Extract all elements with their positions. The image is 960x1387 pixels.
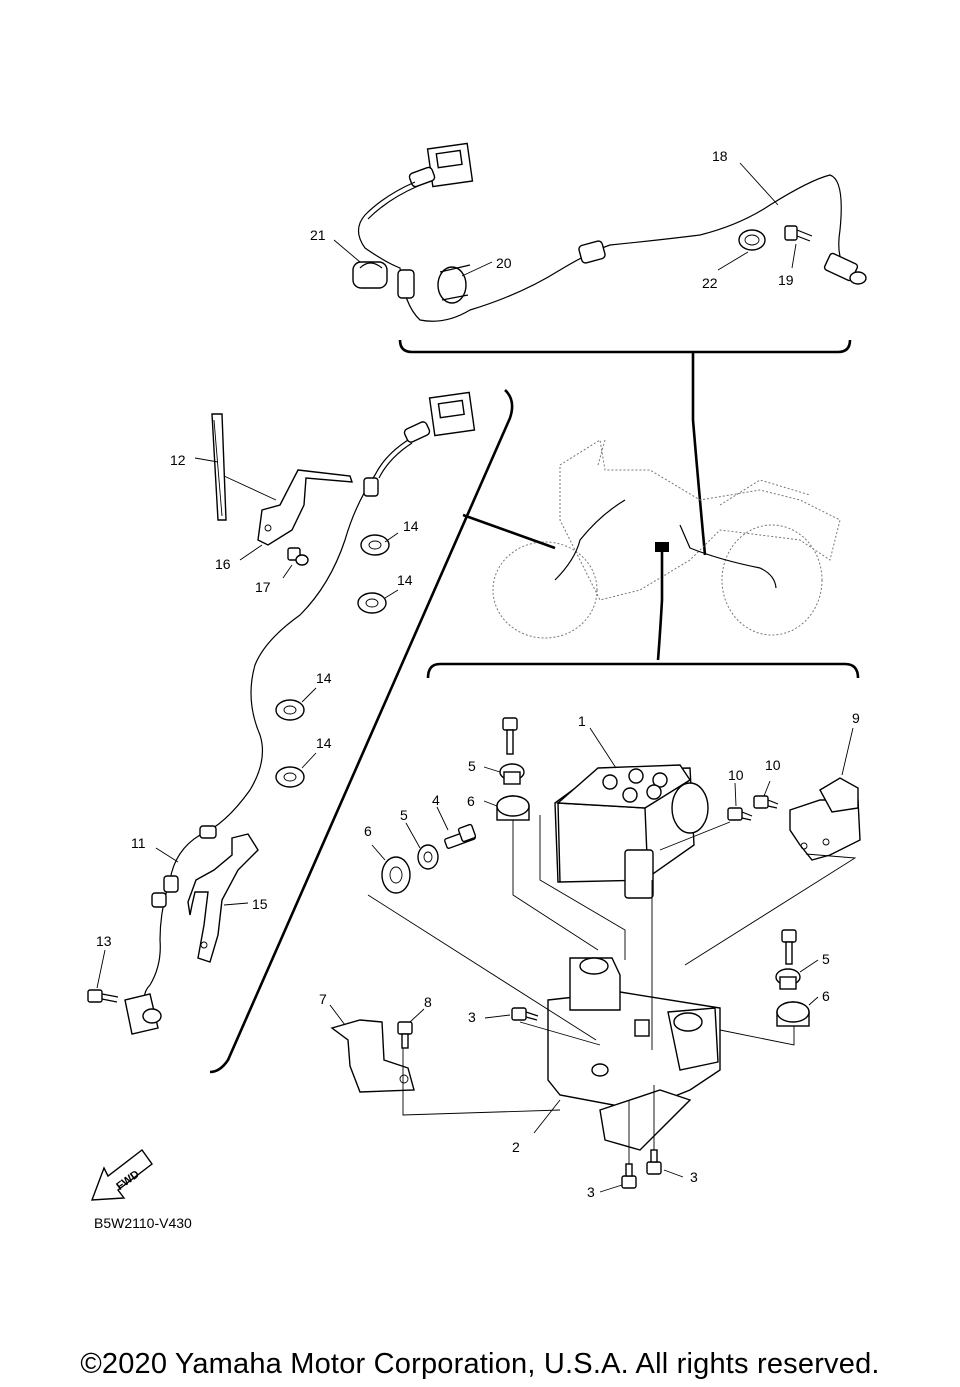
diagram-code: B5W2110-V430	[94, 1215, 192, 1231]
abs-group-bracket	[426, 662, 860, 679]
rear-group-bracket	[398, 339, 852, 354]
front-lead-connector	[403, 391, 476, 443]
callout-10-2: 10	[765, 757, 781, 773]
callout-10-1: 10	[728, 767, 744, 783]
collar-5-2	[417, 844, 439, 870]
bolt-upper-right	[781, 929, 797, 965]
callout-9: 9	[852, 710, 860, 726]
callout-3-2: 3	[587, 1184, 595, 1200]
callout-6-2: 6	[364, 823, 372, 839]
callout-11: 11	[131, 835, 146, 851]
callout-22: 22	[702, 275, 718, 291]
callout-17: 17	[255, 579, 271, 595]
bracket-15	[187, 833, 259, 963]
clamp-14-2	[357, 592, 387, 614]
callout-4: 4	[432, 792, 440, 808]
collar-5-1	[499, 763, 525, 785]
bracket-16	[257, 469, 354, 546]
copyright-notice: ©2020 Yamaha Motor Corporation, U.S.A. A…	[80, 1348, 880, 1380]
grommet-6-1	[496, 795, 530, 821]
bolt-19	[784, 225, 813, 242]
callout-12: 12	[170, 452, 186, 468]
bolt-10-2	[753, 795, 779, 809]
bolt-3-1	[511, 1007, 539, 1021]
clamp-20	[437, 264, 471, 304]
rear-wheel-sensor	[823, 252, 867, 285]
bolt-3-2	[621, 1163, 637, 1189]
callout-19: 19	[778, 272, 794, 288]
callout-7: 7	[319, 991, 327, 1007]
callout-3-3: 3	[690, 1169, 698, 1185]
callout-5-1: 5	[468, 758, 476, 774]
bracket-9	[789, 777, 861, 861]
bolt-13	[87, 989, 119, 1003]
callout-14-1: 14	[403, 518, 419, 534]
cable-tie-12	[211, 413, 227, 521]
callout-14-4: 14	[316, 735, 332, 751]
rear-sensor-group	[333, 142, 867, 556]
clamp-14-3	[275, 699, 305, 721]
callout-21: 21	[310, 227, 326, 243]
bolt-4	[444, 823, 477, 849]
bolt-10-1	[727, 807, 753, 821]
rear-lead-grommet	[397, 269, 415, 299]
callout-13: 13	[96, 933, 112, 949]
callout-2: 2	[512, 1139, 520, 1155]
rear-sensor-lead-wire	[357, 174, 846, 322]
abs-unit-group	[329, 662, 861, 1193]
callout-5-3: 5	[822, 951, 830, 967]
callout-1: 1	[578, 713, 586, 729]
callout-16: 16	[215, 556, 231, 572]
callout-8: 8	[424, 994, 432, 1010]
front-sensor-lead-wire	[143, 439, 409, 1011]
fwd-arrow-icon: FWD	[90, 1149, 153, 1201]
callout-18: 18	[712, 148, 728, 164]
bolt-3-3	[646, 1149, 662, 1175]
bracket-7	[330, 1019, 415, 1093]
grommet-6-2	[381, 856, 411, 894]
rear-lead-grommet-2	[578, 240, 606, 264]
clamp-21	[352, 261, 388, 289]
abs-unit-location-mark	[655, 542, 669, 552]
callout-14-2: 14	[397, 572, 413, 588]
bracket-2	[547, 957, 721, 1151]
collar-5-3	[775, 968, 801, 990]
rear-lead-connector	[408, 142, 474, 188]
front-group-divider	[209, 389, 514, 1074]
callout-3-1: 3	[468, 1009, 476, 1025]
callout-20: 20	[496, 255, 512, 271]
grommet-6-3	[776, 1001, 810, 1027]
callout-6-1: 6	[467, 793, 475, 809]
motorcycle-silhouette	[462, 439, 841, 661]
bolt-17	[287, 547, 309, 566]
rear-group-leader	[691, 352, 707, 556]
clamp-14-4	[275, 766, 305, 788]
hydraulic-unit-1	[554, 764, 709, 899]
clamp-14-1	[360, 534, 390, 556]
clamp-22	[738, 229, 766, 251]
callout-5-2: 5	[400, 807, 408, 823]
front-sensor-group	[87, 389, 514, 1074]
front-lead-grommet	[363, 477, 379, 497]
bolt-8	[397, 1021, 413, 1049]
callout-6-3: 6	[822, 988, 830, 1004]
callout-15: 15	[252, 896, 268, 912]
callout-14-3: 14	[316, 670, 332, 686]
bolt-upper-left	[502, 717, 518, 755]
front-wheel-sensor	[124, 993, 162, 1035]
callout-labels: 1 2 3 3 3 3 4 5 5 5 6 6 6 7 8 9 10 10 11…	[96, 148, 860, 1200]
